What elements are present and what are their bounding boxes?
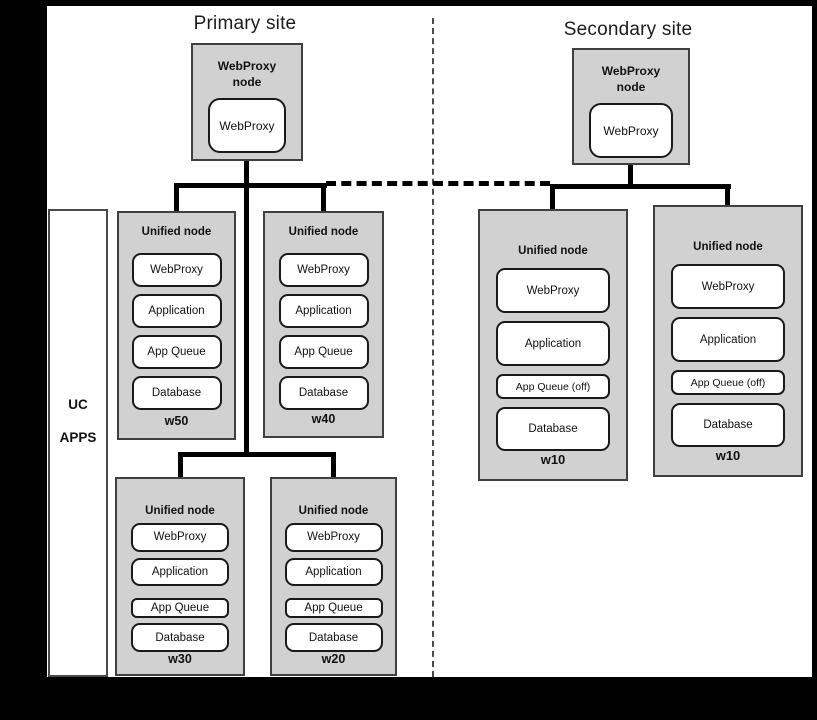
uc-apps-label: UC APPS — [50, 397, 106, 463]
secondary-webproxy-node: WebProxy node WebProxy — [572, 48, 690, 165]
connector-secondary-trunk — [628, 163, 633, 187]
primary-webproxy-node: WebProxy node WebProxy — [191, 43, 303, 161]
primary-webproxy-node-title: WebProxy node — [193, 59, 301, 90]
w10-right-component-webproxy: WebProxy — [671, 264, 785, 309]
connector-intersite-dashed-link — [326, 181, 550, 186]
unified-node-w10-left: Unified node WebProxy Application App Qu… — [478, 209, 628, 481]
w30-component-webproxy: WebProxy — [131, 523, 229, 552]
primary-webproxy-node-title-line1: WebProxy — [217, 59, 277, 73]
w10-left-component-webproxy: WebProxy — [496, 268, 610, 313]
w10-left-node-label: w10 — [540, 452, 566, 467]
w20-component-database: Database — [284, 623, 383, 652]
w50-component-webproxy: WebProxy — [131, 253, 222, 287]
connector-drop-w10-left — [550, 184, 555, 211]
w10-right-node-label: w10 — [715, 448, 741, 463]
primary-webproxy-node-title-line2: node — [232, 74, 262, 89]
w40-component-application: Application — [278, 294, 369, 328]
secondary-webproxy-node-title-line1: WebProxy — [601, 64, 661, 78]
primary-webproxy-component: WebProxy — [208, 98, 286, 153]
w50-component-database: Database — [131, 376, 222, 410]
w20-component-application: Application — [284, 557, 383, 587]
unified-node-w20: Unified node WebProxy Application App Qu… — [270, 477, 397, 676]
w50-component-app-queue: App Queue — [131, 335, 222, 369]
w10-right-component-database: Database — [671, 403, 785, 447]
secondary-webproxy-node-title: WebProxy node — [574, 64, 688, 95]
connector-drop-w10-right — [725, 184, 730, 207]
connector-secondary-branch — [550, 184, 731, 189]
w40-component-webproxy: WebProxy — [278, 253, 369, 287]
connector-drop-w40 — [321, 183, 326, 213]
w40-node-label: w40 — [311, 412, 336, 426]
secondary-webproxy-node-title-line2: node — [616, 79, 646, 94]
connector-primary-lower-branch — [178, 452, 336, 457]
uc-apps-label-line2: APPS — [59, 430, 97, 445]
unified-node-w20-title: Unified node — [298, 505, 369, 517]
w40-component-app-queue: App Queue — [278, 335, 369, 369]
w10-right-component-app-queue-off: App Queue (off) — [671, 370, 785, 395]
uc-apps-group-box: UC APPS — [48, 209, 108, 677]
secondary-webproxy-component: WebProxy — [589, 103, 673, 158]
unified-node-w50-title: Unified node — [141, 226, 212, 238]
unified-node-w30: Unified node WebProxy Application App Qu… — [115, 477, 245, 676]
site-separator-dashed-line — [432, 18, 434, 677]
w30-component-application: Application — [131, 557, 229, 587]
w50-component-application: Application — [131, 294, 222, 328]
w10-right-component-application: Application — [671, 317, 785, 362]
unified-node-w10-right: Unified node WebProxy Application App Qu… — [653, 205, 803, 477]
connector-primary-trunk — [244, 159, 249, 457]
unified-node-w40: Unified node WebProxy Application App Qu… — [263, 211, 384, 438]
w10-left-component-application: Application — [496, 321, 610, 366]
unified-node-w50: Unified node WebProxy Application App Qu… — [117, 211, 236, 440]
connector-drop-w50 — [174, 183, 179, 213]
w20-component-app-queue: App Queue — [284, 598, 383, 619]
w10-left-component-database: Database — [496, 407, 610, 451]
unified-node-w10-left-title: Unified node — [518, 245, 588, 257]
connector-primary-upper-branch — [174, 183, 327, 188]
w30-component-database: Database — [131, 623, 229, 652]
w10-left-component-app-queue-off: App Queue (off) — [496, 374, 610, 399]
w30-component-app-queue: App Queue — [131, 598, 229, 619]
w30-node-label: w30 — [168, 652, 192, 666]
w20-component-webproxy: WebProxy — [284, 523, 383, 552]
uc-apps-label-line1: UC — [68, 397, 88, 412]
secondary-site-title: Secondary site — [563, 19, 693, 40]
w50-node-label: w50 — [164, 414, 189, 428]
connector-drop-w30 — [178, 452, 183, 479]
connector-drop-w20 — [331, 452, 336, 479]
unified-node-w30-title: Unified node — [145, 505, 215, 517]
unified-node-w40-title: Unified node — [288, 226, 359, 238]
primary-site-title: Primary site — [193, 13, 297, 34]
w40-component-database: Database — [278, 376, 369, 410]
unified-node-w10-right-title: Unified node — [693, 241, 763, 253]
w20-node-label: w20 — [321, 652, 346, 666]
